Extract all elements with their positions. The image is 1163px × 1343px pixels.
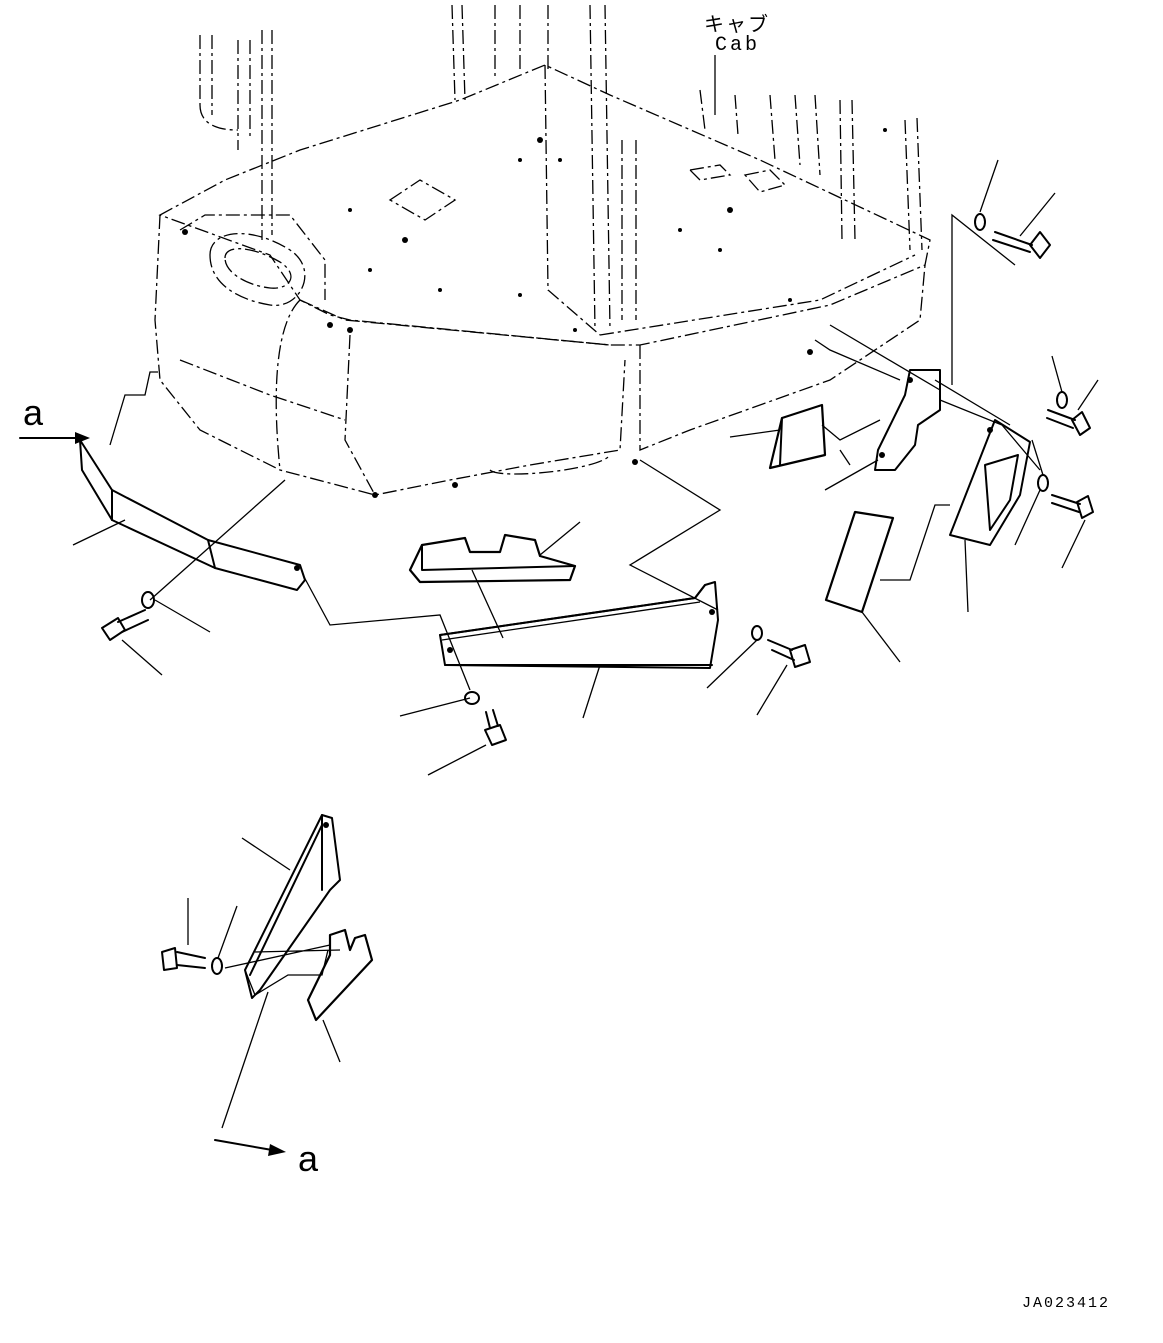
washer-icon xyxy=(974,213,986,231)
washer-icon xyxy=(211,957,223,975)
bolt-icon xyxy=(484,709,507,746)
center-guard-rail xyxy=(439,581,719,669)
front-cover-plate xyxy=(79,439,306,591)
cab-label-english: Cab xyxy=(715,34,761,57)
washer-icon xyxy=(1037,474,1049,492)
bolt-icon xyxy=(1046,409,1091,436)
right-long-pad xyxy=(824,510,895,614)
arrow-right-icon xyxy=(19,432,90,444)
washer-icon xyxy=(1056,391,1068,409)
view-reference-label-top: a xyxy=(23,392,44,433)
bolt-icon xyxy=(1051,494,1094,519)
washer-icon xyxy=(464,691,480,705)
drawing-number: JA023412 xyxy=(1022,1295,1111,1312)
washer-icon xyxy=(141,591,155,609)
leader-lines xyxy=(72,55,1099,1129)
bolt-icon xyxy=(161,947,206,971)
cab-frame xyxy=(154,4,931,498)
bolt-icon xyxy=(101,609,149,641)
bolt-icon xyxy=(767,639,811,668)
right-side-bracket xyxy=(874,369,941,471)
cab-label-japanese: キャブ xyxy=(704,15,770,38)
arrow-right-icon xyxy=(214,1139,286,1156)
washer-icon xyxy=(751,625,763,641)
right-block-pad xyxy=(768,403,827,470)
view-reference-label-bottom: a xyxy=(298,1138,319,1179)
bolt-icon xyxy=(992,231,1051,259)
right-cover-plate xyxy=(949,419,1031,546)
rail-cushion xyxy=(408,533,577,584)
